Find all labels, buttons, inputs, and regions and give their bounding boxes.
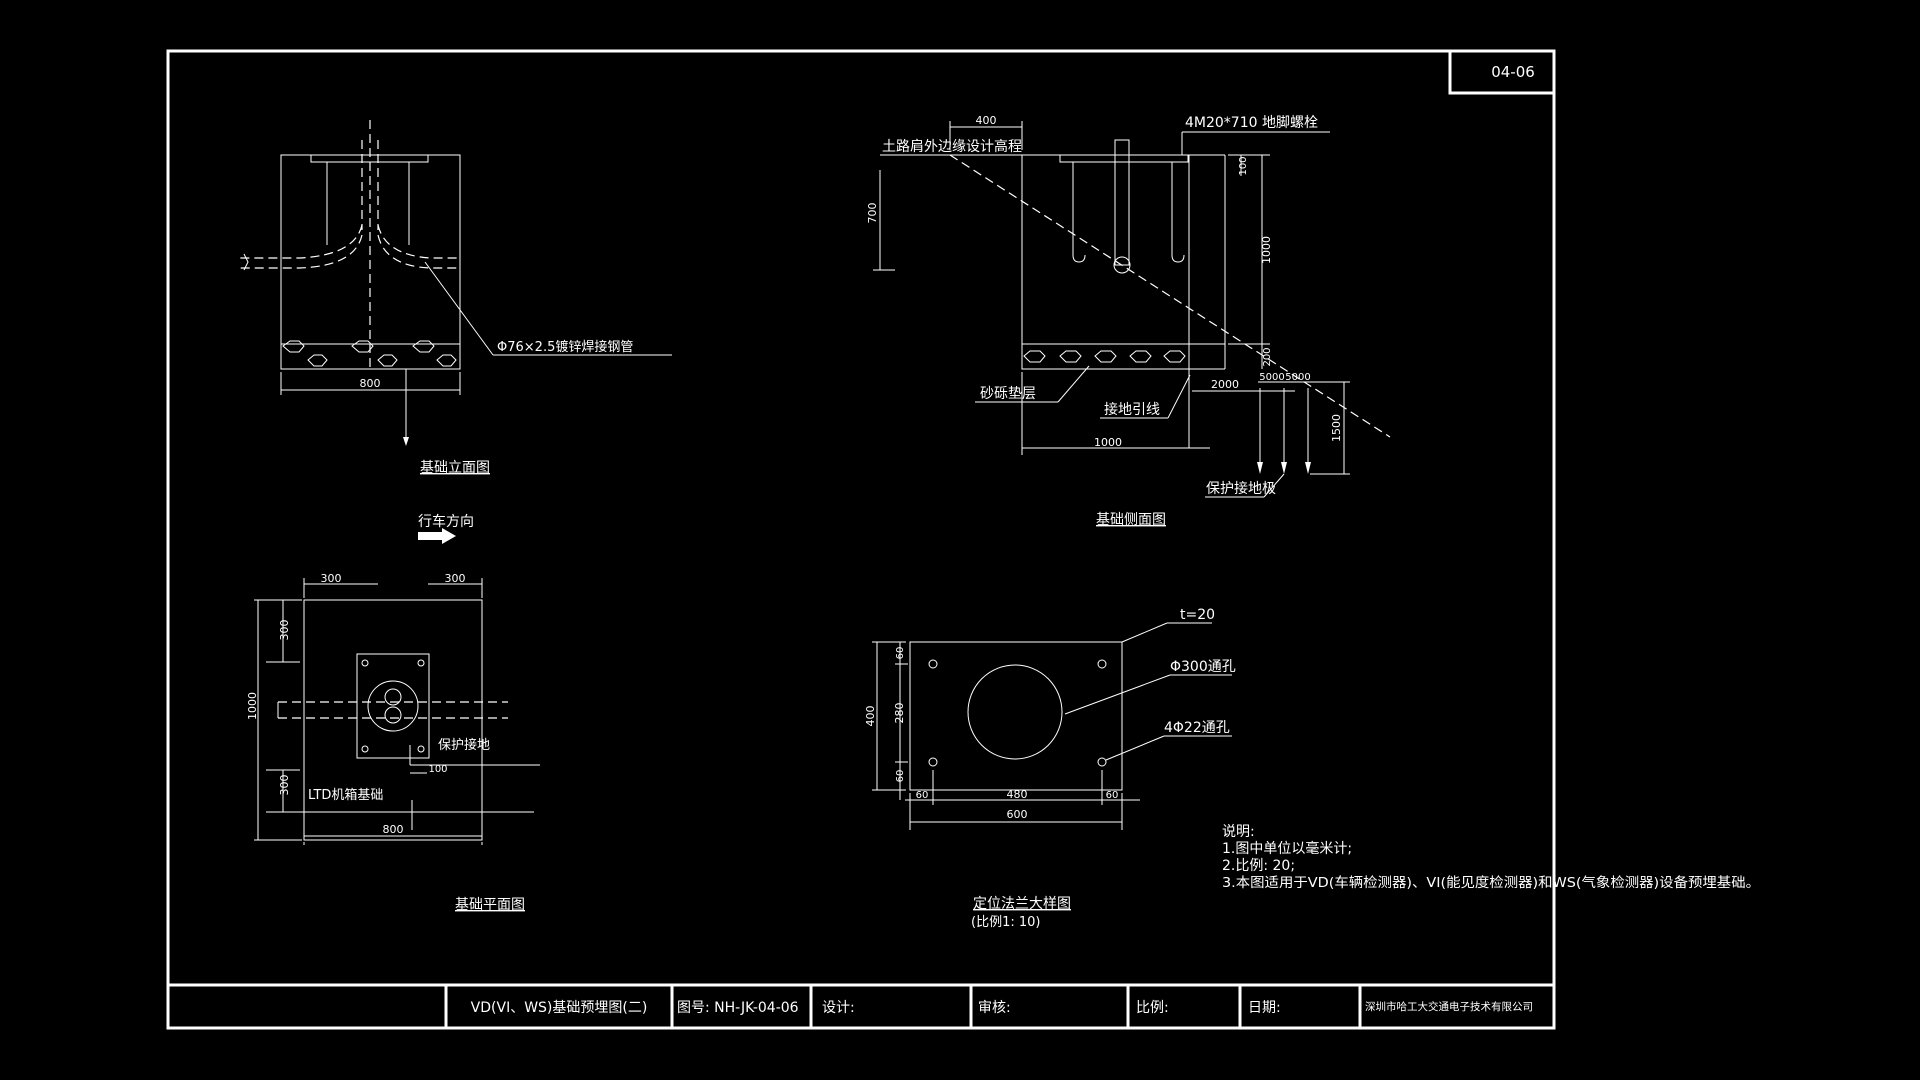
side-gravel-label: 砂砾垫层: [980, 386, 1036, 402]
scale-label: 比例:: [1136, 1000, 1169, 1016]
date-label: 日期:: [1248, 1000, 1281, 1016]
side-dim-700: 700: [866, 203, 879, 224]
elevation-pipe-label: Φ76×2.5镀锌焊接钢管: [497, 339, 633, 355]
flange-dim-60-bottom: 60: [895, 770, 906, 783]
plan-title: 基础平面图: [455, 896, 525, 913]
foundation-side-view: [873, 121, 1391, 498]
flange-dim-280: 280: [893, 703, 906, 724]
flange-dim-60-top: 60: [895, 647, 906, 660]
flange-title: 定位法兰大样图: [973, 896, 1071, 912]
flange-detail-view: [872, 622, 1232, 830]
design-label: 设计:: [822, 1000, 855, 1016]
side-dim-1500: 1500: [1330, 414, 1343, 442]
flange-dim-60-left: 60: [916, 790, 929, 801]
traffic-direction-arrow-icon: [418, 528, 456, 544]
side-lead-label: 接地引线: [1104, 401, 1160, 418]
plan-dim-800: 800: [383, 823, 404, 836]
drawing-name: VD(VI、WS)基础预埋图(二): [471, 999, 648, 1016]
side-electrode-label: 保护接地极: [1206, 480, 1276, 497]
flange-dim-400: 400: [864, 706, 877, 727]
notes-item-1: 1.图中单位以毫米计;: [1222, 840, 1352, 857]
notes-heading: 说明:: [1222, 824, 1255, 840]
flange-dim-480: 480: [1007, 788, 1028, 801]
side-dim-200: 200: [1262, 347, 1273, 366]
plan-dim-300-top-right: 300: [445, 572, 466, 585]
review-label: 审核:: [978, 1000, 1011, 1016]
plan-dim-300-top-left: 300: [321, 572, 342, 585]
company-name: 深圳市哈工大交通电子技术有限公司: [1365, 1000, 1533, 1013]
flange-dim-600: 600: [1007, 808, 1028, 821]
traffic-direction-label: 行车方向: [418, 513, 474, 530]
foundation-elevation-view: [240, 120, 672, 446]
notes-item-2: 2.比例: 20;: [1222, 858, 1295, 874]
plan-ltd-label: LTD机箱基础: [308, 787, 383, 803]
side-dim-5000-second: 5000: [1285, 372, 1310, 383]
side-road-label: 土路肩外边缘设计高程: [882, 138, 1022, 155]
flange-scale: (比例1: 10): [971, 915, 1040, 930]
flange-thickness-label: t=20: [1180, 607, 1215, 623]
side-dim-1000-horizontal: 1000: [1094, 436, 1122, 449]
drawing-number: 图号: NH-JK-04-06: [677, 1000, 799, 1016]
sheet-number: 04-06: [1491, 63, 1535, 81]
flange-hole22-label: 4Φ22通孔: [1164, 720, 1230, 736]
side-bolts-label: 4M20*710 地脚螺栓: [1185, 115, 1318, 131]
plan-dim-300-left-top: 300: [278, 620, 291, 641]
sheet-frame: [166, 49, 1556, 1030]
side-dim-5000-first: 5000: [1259, 372, 1284, 383]
plan-dim-100: 100: [428, 764, 447, 775]
plan-dim-300-left-bottom: 300: [278, 775, 291, 796]
side-dim-100: 100: [1238, 156, 1249, 175]
elevation-width-dim: 800: [360, 377, 381, 390]
notes-item-3: 3.本图适用于VD(车辆检测器)、VI(能见度检测器)和WS(气象检测器)设备预…: [1222, 874, 1760, 891]
plan-dim-1000: 1000: [246, 692, 259, 720]
side-dim-400: 400: [976, 114, 997, 127]
foundation-plan-view: [254, 578, 540, 845]
elevation-title: 基础立面图: [420, 459, 490, 476]
flange-hole300-label: Φ300通孔: [1170, 659, 1236, 675]
side-dim-1000-vertical: 1000: [1260, 236, 1273, 264]
flange-dim-60-right: 60: [1106, 790, 1119, 801]
side-dim-2000: 2000: [1211, 378, 1239, 391]
side-title: 基础侧面图: [1096, 511, 1166, 528]
plan-ground-label: 保护接地: [438, 737, 490, 753]
